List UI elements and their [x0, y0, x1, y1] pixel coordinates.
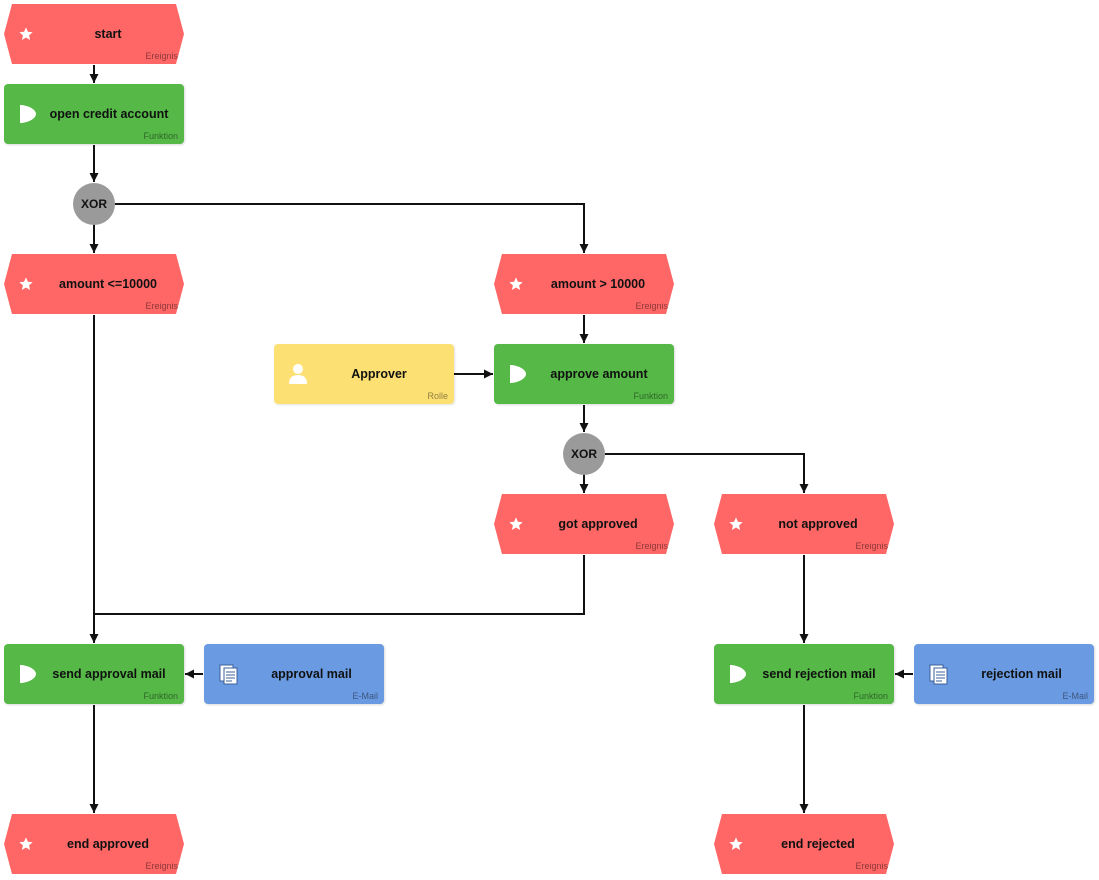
person-icon	[288, 363, 308, 385]
edge-got-approved-to-send-approval-mail	[94, 555, 585, 615]
star-icon	[18, 26, 34, 42]
edge-xor-2-to-not-approved	[605, 453, 809, 493]
node-type: Ereignis	[635, 541, 668, 551]
node-type: Funktion	[143, 691, 178, 701]
function-send-approval-mail[interactable]: send approval mail Funktion	[4, 644, 184, 704]
email-label: rejection mail	[981, 667, 1062, 681]
email-label: approval mail	[271, 667, 352, 681]
event-end-rejected[interactable]: end rejected Ereignis	[714, 814, 894, 874]
node-type: Ereignis	[855, 861, 888, 871]
node-type: Funktion	[143, 131, 178, 141]
star-icon	[18, 836, 34, 852]
node-type: E-Mail	[352, 691, 378, 701]
event-label: amount > 10000	[550, 277, 646, 291]
event-not-approved[interactable]: not approved Ereignis	[714, 494, 894, 554]
event-end-approved[interactable]: end approved Ereignis	[4, 814, 184, 874]
xor-gateway-1[interactable]: XOR	[73, 183, 115, 225]
event-label: amount <=10000	[59, 277, 157, 291]
gateway-label: XOR	[80, 197, 107, 211]
event-start[interactable]: start Ereignis	[4, 4, 184, 64]
function-send-rejection-mail[interactable]: send rejection mail Funktion	[714, 644, 894, 704]
event-amount-le-10000[interactable]: amount <=10000 Ereignis	[4, 254, 184, 314]
star-icon	[508, 276, 524, 292]
star-icon	[18, 276, 34, 292]
star-icon	[508, 516, 524, 532]
play-icon	[728, 663, 748, 685]
xor-gateway-2[interactable]: XOR	[563, 433, 605, 475]
star-icon	[728, 516, 744, 532]
node-type: E-Mail	[1062, 691, 1088, 701]
document-icon	[218, 663, 240, 685]
email-rejection-mail[interactable]: rejection mail E-Mail	[914, 644, 1094, 704]
event-got-approved[interactable]: got approved Ereignis	[494, 494, 674, 554]
role-approver[interactable]: Approver Rolle	[274, 344, 454, 404]
event-label: start	[94, 27, 122, 41]
role-label: Approver	[351, 367, 407, 381]
star-icon	[728, 836, 744, 852]
function-label: approve amount	[550, 367, 648, 381]
node-type: Ereignis	[635, 301, 668, 311]
node-type: Ereignis	[145, 51, 178, 61]
document-icon	[928, 663, 950, 685]
function-label: send approval mail	[52, 667, 166, 681]
node-type: Ereignis	[145, 861, 178, 871]
node-type: Ereignis	[855, 541, 888, 551]
function-label: open credit account	[49, 107, 169, 121]
edge-xor-1-to-amount-gt	[115, 203, 589, 253]
event-label: got approved	[558, 517, 638, 531]
play-icon	[18, 663, 38, 685]
node-type: Rolle	[427, 391, 448, 401]
event-label: end approved	[67, 837, 149, 851]
play-icon	[18, 103, 38, 125]
function-open-credit-account[interactable]: open credit account Funktion	[4, 84, 184, 144]
node-type: Funktion	[633, 391, 668, 401]
event-label: end rejected	[781, 837, 855, 851]
function-approve-amount[interactable]: approve amount Funktion	[494, 344, 674, 404]
function-label: send rejection mail	[762, 667, 876, 681]
gateway-label: XOR	[570, 447, 597, 461]
node-type: Funktion	[853, 691, 888, 701]
email-approval-mail[interactable]: approval mail E-Mail	[204, 644, 384, 704]
node-type: Ereignis	[145, 301, 178, 311]
play-icon	[508, 363, 528, 385]
event-label: not approved	[778, 517, 858, 531]
event-amount-gt-10000[interactable]: amount > 10000 Ereignis	[494, 254, 674, 314]
